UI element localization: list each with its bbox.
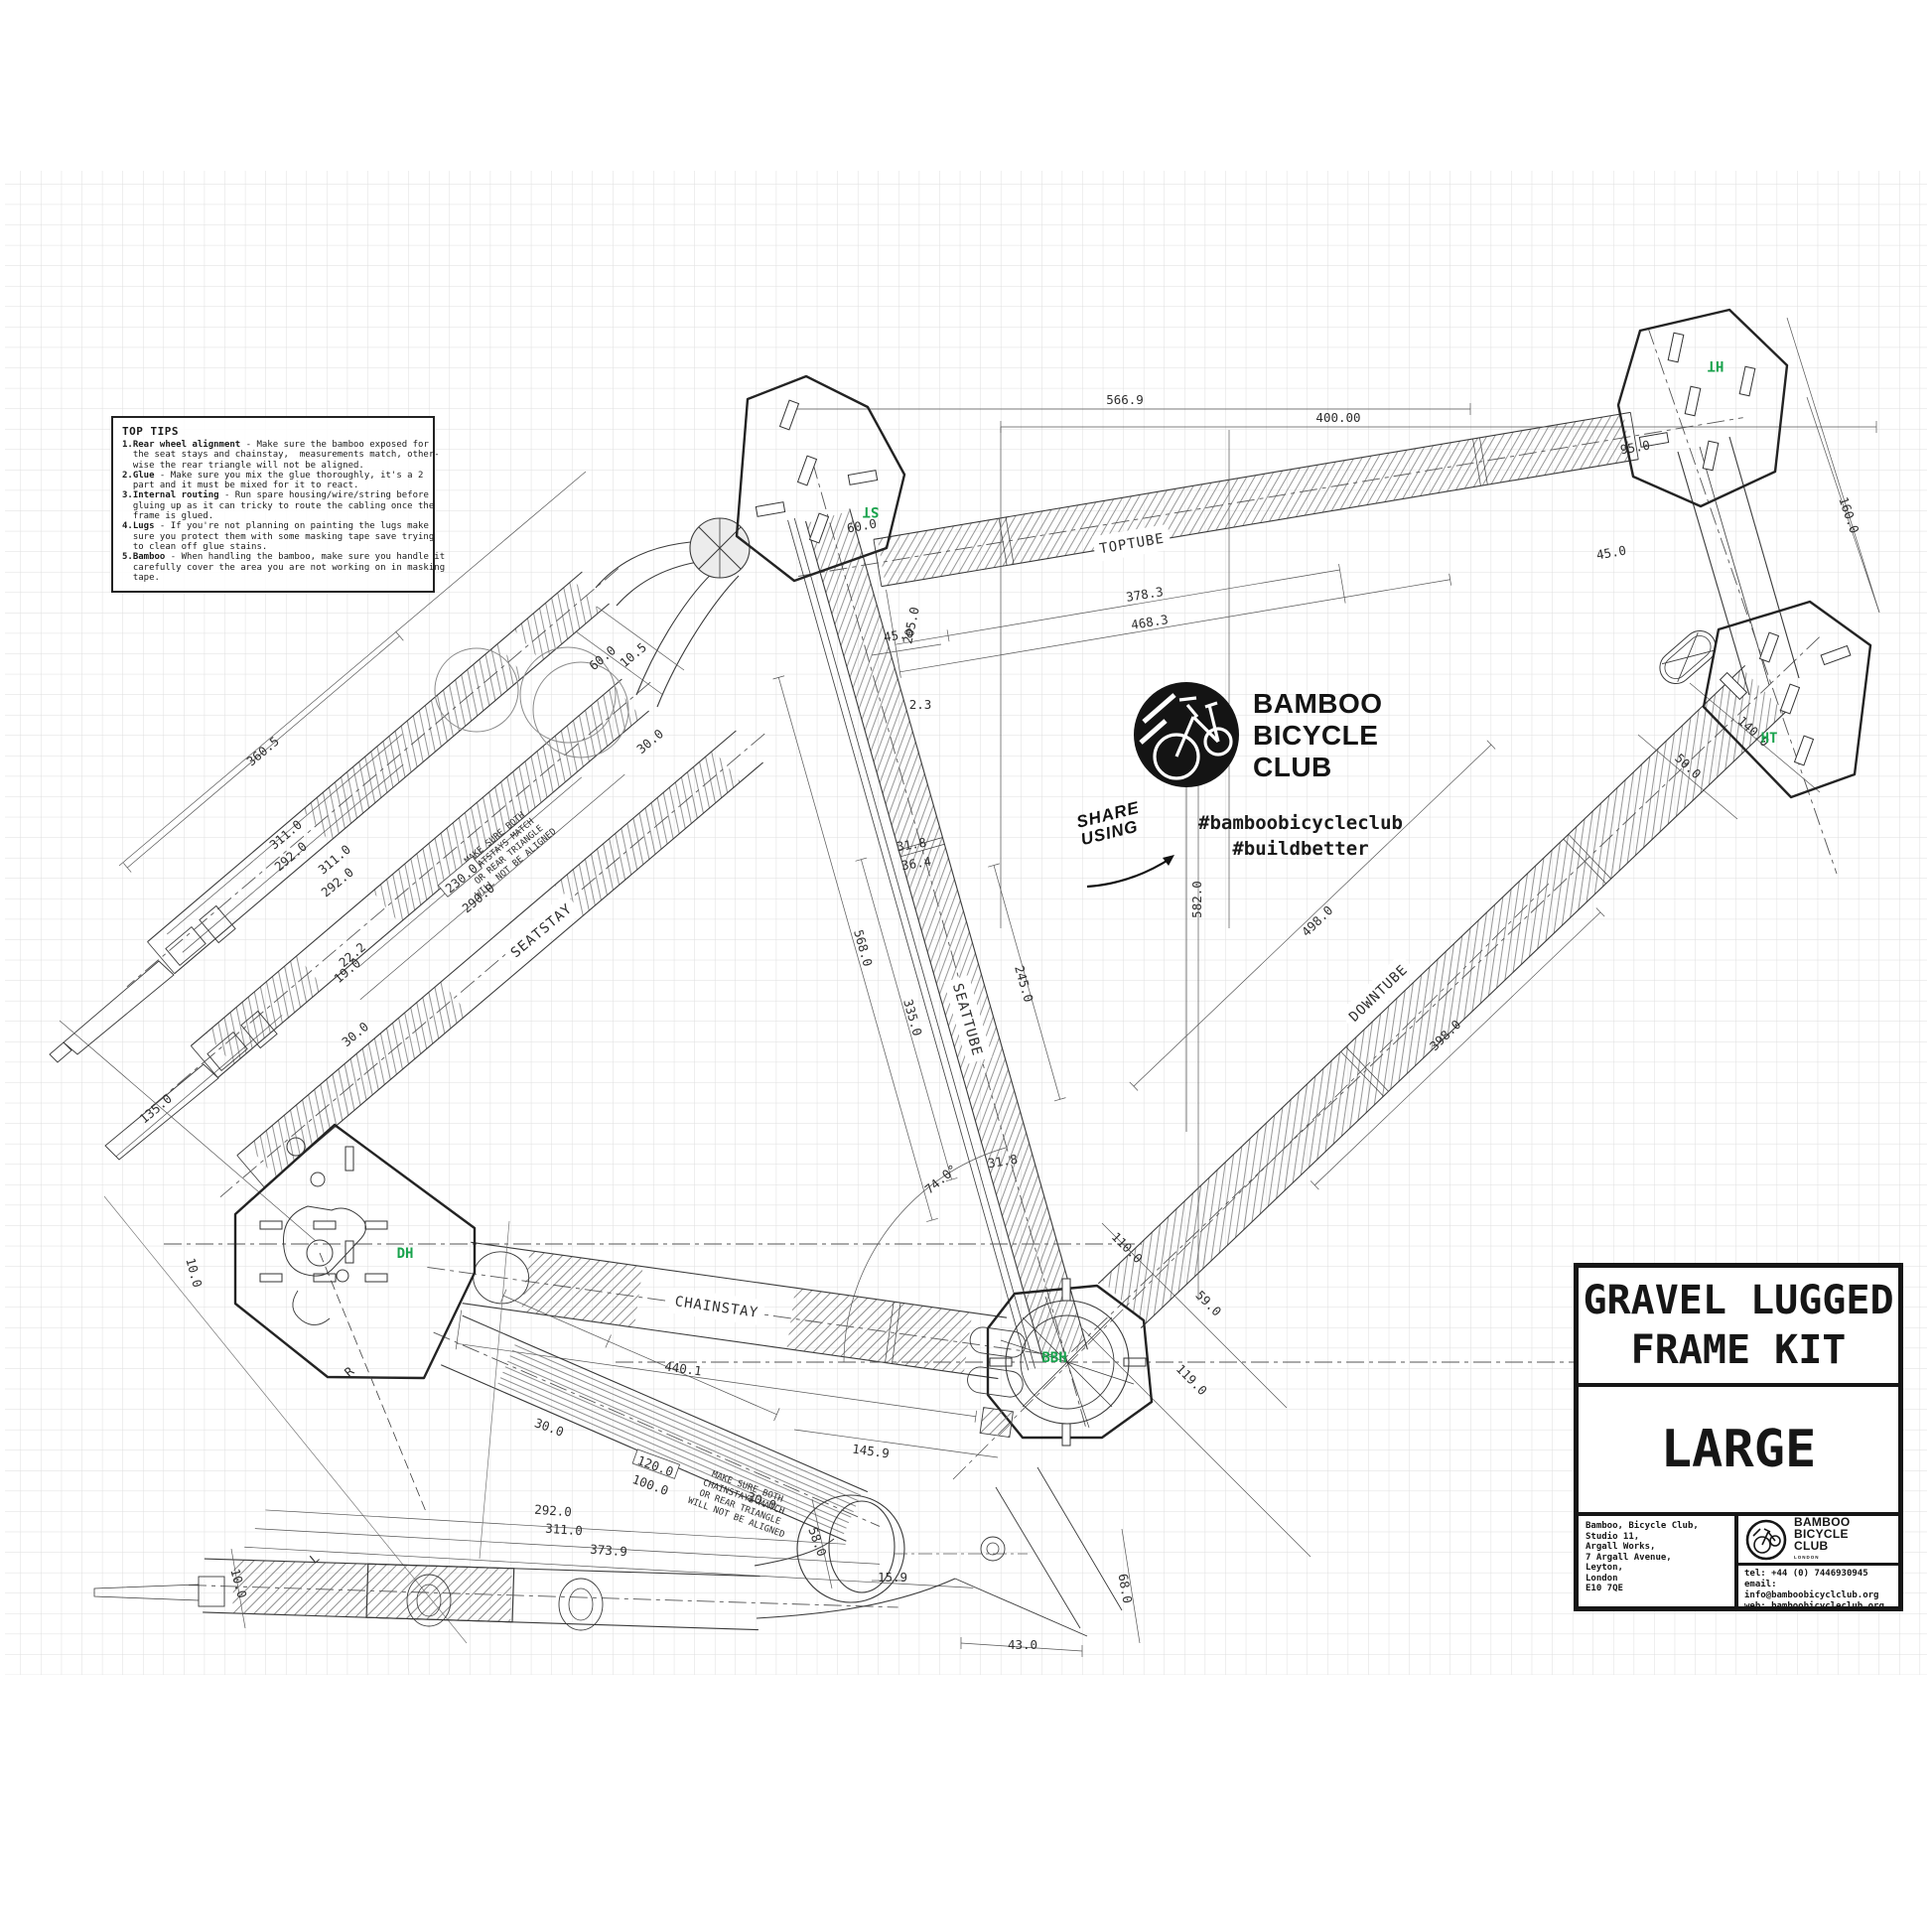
hashtag-club: #bamboobicycleclub — [1198, 812, 1403, 834]
svg-text:378.3: 378.3 — [1125, 584, 1165, 605]
dimension-label: 36.4 — [900, 854, 932, 874]
dimension-label: 68.0 — [1115, 1573, 1135, 1604]
svg-text:36.4: 36.4 — [900, 854, 932, 874]
dimension-label: 31.8 — [896, 835, 927, 855]
hashtags: #bamboobicycleclub #buildbetter — [1142, 812, 1459, 860]
brand-logo — [1134, 682, 1239, 1132]
svg-text:582.0: 582.0 — [1189, 881, 1204, 918]
svg-text:31.8: 31.8 — [896, 835, 927, 855]
kit-size: LARGE — [1660, 1420, 1817, 1479]
dimension-label: 31.8 — [987, 1152, 1019, 1172]
svg-text:HT: HT — [1761, 731, 1778, 747]
dimension-label: 468.3 — [1130, 612, 1170, 632]
dimension-label: 373.9 — [590, 1542, 628, 1560]
head-lug-bottom — [1702, 600, 1872, 799]
tube-label: TOPTUBE — [1091, 523, 1173, 563]
dimension-label: 440.1 — [663, 1358, 702, 1378]
svg-text:68.0: 68.0 — [1115, 1573, 1135, 1604]
address: Bamboo, Bicycle Club,Studio 11,Argall Wo… — [1579, 1516, 1738, 1611]
kit-title-line1: GRAVEL LUGGED — [1583, 1278, 1894, 1323]
tip-item: 1.Rear wheel alignment - Make sure the b… — [122, 440, 440, 471]
downtube — [1065, 636, 1820, 1358]
seatstay-mid — [115, 678, 651, 1158]
lug-label: ST — [863, 503, 880, 519]
seat-lug — [735, 374, 906, 583]
svg-text:ST: ST — [863, 503, 880, 519]
svg-text:440.1: 440.1 — [663, 1358, 702, 1378]
lug-label: DH — [397, 1246, 414, 1262]
dimension-label: 582.0 — [1189, 881, 1204, 918]
svg-text:400.00: 400.00 — [1315, 410, 1360, 425]
svg-text:95.0: 95.0 — [1619, 438, 1651, 458]
svg-text:468.3: 468.3 — [1130, 612, 1170, 632]
tips-title: TOP TIPS — [122, 425, 179, 438]
tube-label: CHAINSTAY — [668, 1287, 765, 1326]
svg-text:373.9: 373.9 — [590, 1542, 628, 1560]
chainstay — [427, 1241, 1057, 1423]
lug-label: HT — [1708, 357, 1725, 373]
kit-title-line2: FRAME KIT — [1630, 1327, 1847, 1373]
svg-text:HT: HT — [1708, 357, 1725, 373]
dimension-label: 15.9 — [878, 1570, 907, 1585]
lug-label: HT — [1761, 731, 1778, 747]
svg-text:145.9: 145.9 — [851, 1441, 890, 1460]
svg-text:45.0: 45.0 — [883, 625, 914, 645]
svg-text:43.0: 43.0 — [1008, 1637, 1037, 1652]
tip-item: 5.Bamboo - When handling the bamboo, mak… — [122, 552, 446, 583]
svg-text:45.0: 45.0 — [1595, 543, 1627, 563]
seatstay-upper — [123, 568, 620, 988]
svg-text:60.0: 60.0 — [846, 516, 878, 536]
chainstay-splay — [433, 1289, 881, 1542]
svg-text:566.9: 566.9 — [1106, 392, 1144, 407]
brand-wordmark: BAMBOO BICYCLE CLUB — [1253, 688, 1383, 782]
toptube — [797, 411, 1743, 678]
svg-text:BBH: BBH — [1041, 1350, 1066, 1366]
dimension-label: 378.3 — [1125, 584, 1165, 605]
dimension-label: 566.9 — [1106, 392, 1144, 407]
share-arrow — [1086, 857, 1173, 889]
seattube — [772, 461, 1088, 1427]
tip-item: 2.Glue - Make sure you mix the glue thor… — [122, 470, 424, 491]
svg-text:31.8: 31.8 — [987, 1152, 1019, 1172]
svg-text:DH: DH — [397, 1246, 414, 1262]
frame-geometry — [49, 308, 1880, 1657]
dimension-label: 45.0 — [1595, 543, 1627, 563]
svg-text:311.0: 311.0 — [545, 1521, 584, 1539]
tip-item: 3.Internal routing - Run spare housing/w… — [122, 490, 435, 522]
dimension-label: 292.0 — [534, 1502, 573, 1520]
chainstay-bottom — [188, 1509, 974, 1631]
dimension-label: 2.3 — [909, 697, 932, 712]
tip-item: 4.Lugs - If you're not planning on paint… — [122, 521, 435, 552]
dimension-label: 311.0 — [545, 1521, 584, 1539]
svg-text:2.3: 2.3 — [909, 697, 932, 712]
dimension-label: 45.0 — [883, 625, 914, 645]
dropout-lug — [233, 1123, 477, 1380]
title-block-logo: BAMBOO BICYCLE CLUB LONDON — [1738, 1516, 1898, 1566]
hashtag-buildbetter: #buildbetter — [1232, 838, 1369, 860]
dimension-label: 145.9 — [851, 1441, 890, 1460]
title-block: GRAVEL LUGGED FRAME KIT LARGE Bamboo, Bi… — [1574, 1263, 1903, 1611]
dimension-label: 43.0 — [1008, 1637, 1037, 1652]
head-lug-top — [1616, 308, 1789, 508]
svg-text:292.0: 292.0 — [534, 1502, 573, 1520]
dimension-label: 400.00 — [1315, 410, 1360, 425]
lug-label: BBH — [1041, 1350, 1066, 1366]
top-tips-panel: TOP TIPS 1.Rear wheel alignment - Make s… — [111, 416, 446, 593]
dimension-label: 95.0 — [1619, 438, 1651, 458]
dimension-label: 60.0 — [846, 516, 878, 536]
bb-lug — [986, 1284, 1154, 1440]
seatstay-lower — [219, 730, 765, 1198]
svg-text:15.9: 15.9 — [878, 1570, 907, 1585]
